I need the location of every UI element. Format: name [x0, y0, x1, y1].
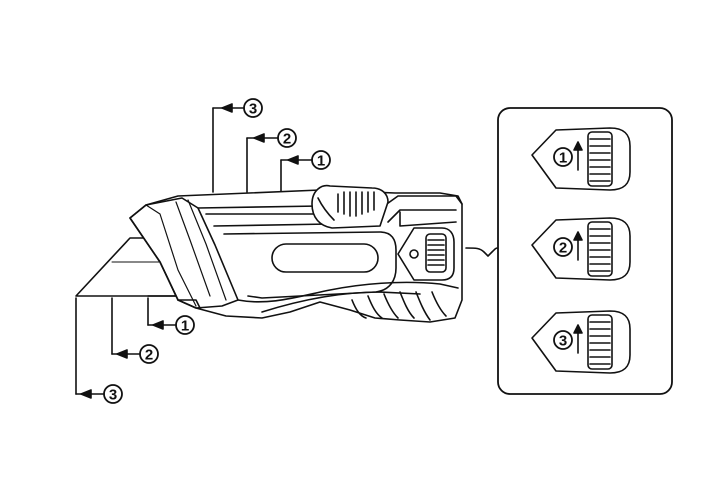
- bottom-marker-1: 1: [147, 297, 195, 335]
- callout-bracket: [465, 247, 499, 257]
- window-slot: [271, 243, 379, 273]
- top-marker-3: 3: [212, 98, 263, 193]
- bottom-marker-2: 2: [111, 297, 159, 364]
- top-marker-1: 1: [280, 150, 331, 193]
- marker-label-3: 3: [109, 387, 117, 404]
- top-depth-indicators: 3 2 1: [212, 98, 331, 193]
- position-label-2: 2: [559, 240, 567, 257]
- arrow-left-icon: [116, 349, 128, 359]
- marker-label-3: 3: [249, 101, 257, 118]
- position-2-icon: 2: [531, 217, 631, 281]
- position-inset-box: 1 2: [497, 107, 673, 395]
- marker-label-1: 1: [317, 153, 325, 170]
- arrow-up-icon: [573, 231, 583, 241]
- position-label-1: 1: [559, 150, 567, 167]
- bottom-depth-indicators: 1 2 3: [75, 297, 195, 404]
- arrow-left-icon: [253, 133, 265, 143]
- arrow-up-icon: [573, 141, 583, 151]
- arrow-left-icon: [221, 103, 233, 113]
- marker-label-2: 2: [283, 131, 291, 148]
- bottom-marker-3: 3: [75, 297, 123, 404]
- top-marker-2: 2: [246, 128, 297, 193]
- utility-knife-icon: [75, 184, 463, 323]
- position-1-icon: 1: [531, 127, 631, 191]
- position-3-icon: 3: [531, 310, 631, 374]
- position-label-3: 3: [559, 333, 567, 350]
- arrow-left-icon: [287, 155, 299, 165]
- arrow-left-icon: [80, 389, 92, 399]
- thumbwheel-icon: [397, 227, 455, 281]
- arrow-up-icon: [573, 324, 583, 334]
- arrow-left-icon: [152, 320, 164, 330]
- grip-ribs: [351, 291, 447, 321]
- marker-label-2: 2: [145, 347, 153, 364]
- slider-button-icon: [311, 184, 389, 229]
- marker-label-1: 1: [181, 318, 189, 335]
